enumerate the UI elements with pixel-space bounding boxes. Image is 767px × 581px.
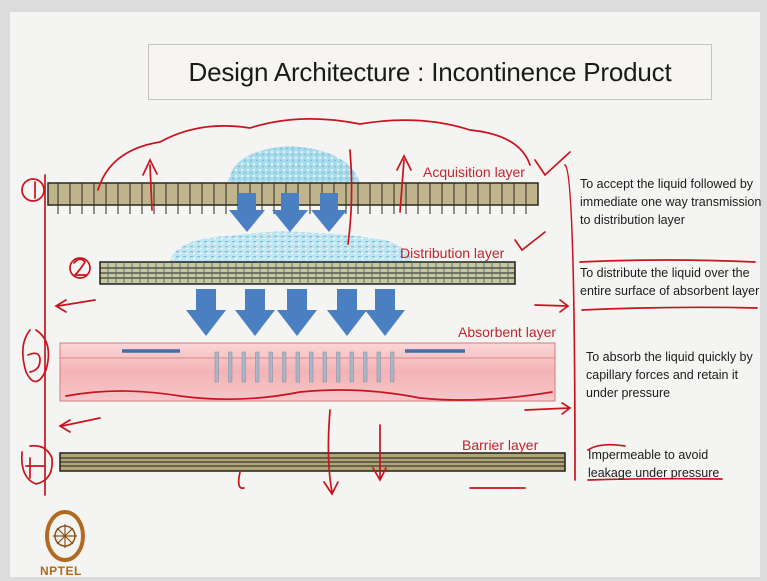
distribution-layer-description: To distribute the liquid over the entire… [580, 266, 760, 298]
barrier-layer-label: Barrier layer [462, 437, 539, 453]
capillary-tube [309, 351, 314, 383]
capillary-tube [282, 351, 287, 383]
barrier-layer-description: Impermeable to avoid leakage under press… [588, 448, 720, 480]
absorbent-layer-label: Absorbent layer [458, 324, 557, 340]
capillary-tube [241, 351, 246, 383]
capillary-tube [255, 351, 260, 383]
distribution-layer-bar [99, 261, 516, 285]
distribution-layer-label: Distribution layer [400, 245, 505, 261]
barrier-layer-bar [59, 452, 566, 472]
capillary-tube [349, 351, 354, 383]
flow-arrow [365, 289, 405, 336]
absorbent-layer-description: To absorb the liquid quickly by capillar… [586, 350, 753, 400]
capillary-tube [214, 351, 219, 383]
flow-arrow [327, 289, 367, 336]
liquid-blob-top [228, 146, 360, 183]
flow-arrow [235, 289, 275, 336]
capillary-tube [268, 351, 273, 383]
flow-arrow [229, 193, 265, 232]
title-box: Design Architecture : Incontinence Produ… [148, 44, 712, 100]
nptel-logo-text: NPTEL [40, 564, 82, 578]
slide-title: Design Architecture : Incontinence Produ… [188, 56, 672, 87]
capillary-tube [376, 351, 381, 383]
acquisition-layer-label: Acquisition layer [423, 164, 525, 180]
acquisition-layer-description: To accept the liquid followed by immedia… [580, 177, 762, 227]
flow-arrow [272, 193, 308, 232]
handwritten-annotations [20, 118, 758, 496]
liquid-blob-mid [170, 231, 412, 262]
capillary-tube [336, 351, 341, 383]
capillary-tube [228, 351, 233, 383]
flow-arrow [186, 289, 226, 336]
capillary-tube [363, 351, 368, 383]
flow-arrow [311, 193, 347, 232]
nptel-logo-icon [45, 510, 85, 562]
capillary-tube [322, 351, 327, 383]
flow-arrows-top [229, 193, 347, 232]
flow-arrow [277, 289, 317, 336]
absorbent-layer-bar [59, 342, 556, 402]
capillary-tube [390, 351, 395, 383]
flow-arrows-bottom [186, 289, 405, 336]
capillary-tube [295, 351, 300, 383]
